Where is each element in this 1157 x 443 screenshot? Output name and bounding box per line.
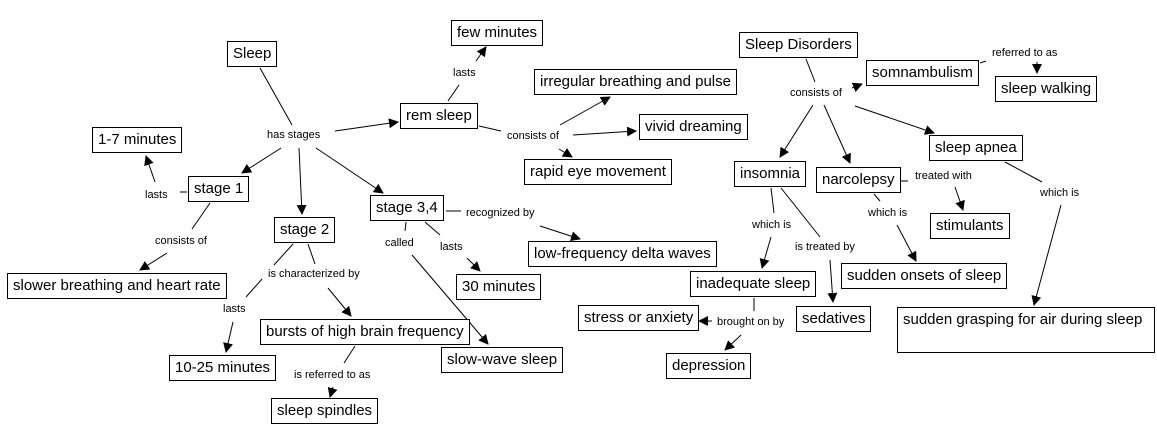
concept-sleep-disorders[interactable]: Sleep Disorders bbox=[739, 32, 858, 58]
connector-arrow bbox=[327, 287, 352, 317]
connector-arrow bbox=[241, 147, 282, 174]
link-apnea-which-is: which is bbox=[1039, 187, 1081, 199]
link-stage2-characterized-by: is characterized by bbox=[267, 268, 361, 280]
connector bbox=[478, 125, 502, 132]
concept-depression[interactable]: depression bbox=[666, 353, 752, 379]
concept-inadequate-sleep[interactable]: inadequate sleep bbox=[690, 271, 817, 297]
connector-arrow bbox=[779, 104, 814, 158]
connector-arrow bbox=[1031, 204, 1062, 306]
connector bbox=[780, 187, 821, 238]
connector-arrow bbox=[315, 147, 384, 194]
link-disorders-consists-of: consists of bbox=[789, 87, 843, 99]
connector bbox=[873, 193, 881, 202]
connector bbox=[307, 243, 316, 265]
concept-stage-3-4[interactable]: stage 3,4 bbox=[370, 195, 444, 221]
connector-arrow bbox=[724, 334, 742, 351]
link-has-stages: has stages bbox=[266, 129, 322, 141]
concept-delta-waves[interactable]: low-frequency delta waves bbox=[528, 241, 717, 267]
link-stage34-lasts: lasts bbox=[439, 241, 464, 253]
link-insomnia-which-is: which is bbox=[751, 219, 793, 231]
connector-arrow bbox=[296, 147, 307, 215]
connector bbox=[191, 202, 211, 230]
concept-bursts[interactable]: bursts of high brain frequency bbox=[260, 319, 470, 345]
connector-arrow bbox=[954, 186, 965, 211]
connector bbox=[343, 345, 356, 364]
concept-stage-1[interactable]: stage 1 bbox=[188, 176, 250, 202]
connector-arrow bbox=[558, 148, 573, 158]
concept-vivid-dreaming[interactable]: vivid dreaming bbox=[639, 114, 748, 140]
connector bbox=[273, 243, 294, 266]
link-somnambulism-referred-to-as: referred to as bbox=[991, 47, 1059, 59]
concept-stimulants[interactable]: stimulants bbox=[930, 213, 1010, 239]
concept-slow-wave-sleep[interactable]: slow-wave sleep bbox=[441, 347, 564, 373]
concept-rem-sleep[interactable]: rem sleep bbox=[400, 103, 478, 129]
link-stage1-consists-of: consists of bbox=[154, 235, 208, 247]
connector-arrow bbox=[334, 118, 399, 132]
connector bbox=[770, 187, 775, 214]
connector-arrow bbox=[466, 257, 481, 272]
connector bbox=[1004, 161, 1043, 183]
link-insomnia-treated-by: is treated by bbox=[794, 241, 856, 253]
link-narcolepsy-which-is: which is bbox=[867, 207, 909, 219]
link-rem-consists-of: consists of bbox=[506, 130, 560, 142]
connector-arrow bbox=[827, 259, 838, 303]
connector-arrow bbox=[572, 126, 637, 137]
concept-few-minutes[interactable]: few minutes bbox=[451, 20, 544, 46]
connector-arrow bbox=[223, 321, 234, 353]
connector-arrow bbox=[139, 252, 168, 271]
concept-sleep-apnea[interactable]: sleep apnea bbox=[929, 135, 1023, 161]
concept-30-minutes[interactable]: 30 minutes bbox=[456, 274, 542, 300]
connector-arrow bbox=[854, 105, 935, 135]
link-bursts-referred-to-as: is referred to as bbox=[293, 369, 372, 381]
connector-arrow bbox=[411, 254, 489, 345]
concept-10-25-minutes[interactable]: 10-25 minutes bbox=[169, 355, 277, 381]
connector-arrow bbox=[759, 236, 772, 269]
concept-irregular-breathing[interactable]: irregular breathing and pulse bbox=[534, 69, 737, 95]
connector-arrow bbox=[144, 155, 156, 183]
concept-sudden-grasping[interactable]: sudden grasping for air during sleep bbox=[897, 307, 1155, 353]
connector-arrow bbox=[475, 46, 487, 62]
connector bbox=[259, 67, 293, 126]
concept-sleep-spindles[interactable]: sleep spindles bbox=[271, 398, 379, 424]
concept-rapid-eye-movement[interactable]: rapid eye movement bbox=[524, 159, 672, 185]
connector-arrow bbox=[559, 96, 611, 126]
concept-slower-breathing[interactable]: slower breathing and heart rate bbox=[7, 273, 227, 299]
link-stage1-lasts: lasts bbox=[144, 189, 169, 201]
connector bbox=[447, 84, 460, 102]
concept-stage-2[interactable]: stage 2 bbox=[274, 217, 336, 243]
connector-arrow bbox=[327, 386, 338, 398]
connector bbox=[805, 58, 816, 83]
link-brought-on-by: brought on by bbox=[716, 316, 786, 328]
link-narcolepsy-treated-with: treated with bbox=[914, 170, 973, 182]
connector-arrow bbox=[823, 104, 851, 164]
concept-sudden-onsets[interactable]: sudden onsets of sleep bbox=[841, 263, 1008, 289]
connector-arrow bbox=[851, 82, 863, 92]
link-stage34-called: called bbox=[384, 237, 415, 249]
link-stage2-lasts: lasts bbox=[222, 303, 247, 315]
concept-sleep-walking[interactable]: sleep walking bbox=[995, 76, 1098, 102]
concept-narcolepsy[interactable]: narcolepsy bbox=[816, 167, 901, 193]
link-stage34-recognized-by: recognized by bbox=[465, 207, 536, 219]
concept-sedatives[interactable]: sedatives bbox=[796, 306, 872, 332]
connector bbox=[404, 221, 407, 232]
concept-1-7-minutes[interactable]: 1-7 minutes bbox=[92, 127, 183, 153]
concept-somnambulism[interactable]: somnambulism bbox=[866, 60, 979, 86]
connector bbox=[245, 278, 263, 298]
connector bbox=[979, 60, 987, 64]
concept-sleep[interactable]: Sleep bbox=[227, 41, 278, 67]
connector-arrow bbox=[539, 225, 581, 241]
concept-insomnia[interactable]: insomnia bbox=[734, 161, 807, 187]
link-rem-lasts: lasts bbox=[452, 67, 477, 79]
connector bbox=[424, 221, 441, 236]
connector-arrow bbox=[896, 224, 917, 262]
concept-stress-anxiety[interactable]: stress or anxiety bbox=[578, 305, 700, 331]
